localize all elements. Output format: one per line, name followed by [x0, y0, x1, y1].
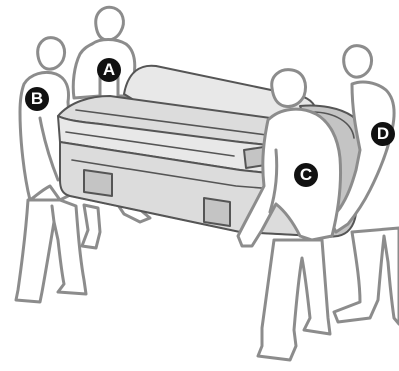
label-d-badge: D: [371, 122, 395, 146]
printer-left-handle-recess: [84, 170, 112, 196]
person-b-leg-divider: [52, 206, 54, 222]
label-b-badge: B: [25, 87, 49, 111]
person-d-head: [344, 46, 372, 77]
person-a-head: [96, 7, 124, 40]
person-c-head: [272, 70, 306, 107]
printer-right-handle-recess: [204, 198, 230, 226]
label-c-badge: C: [294, 163, 318, 187]
person-b-head: [38, 38, 65, 69]
person-d-legs: [334, 228, 399, 324]
person-c-legs: [258, 240, 330, 360]
person-b-legs: [16, 200, 86, 302]
label-a-badge: A: [97, 58, 121, 82]
